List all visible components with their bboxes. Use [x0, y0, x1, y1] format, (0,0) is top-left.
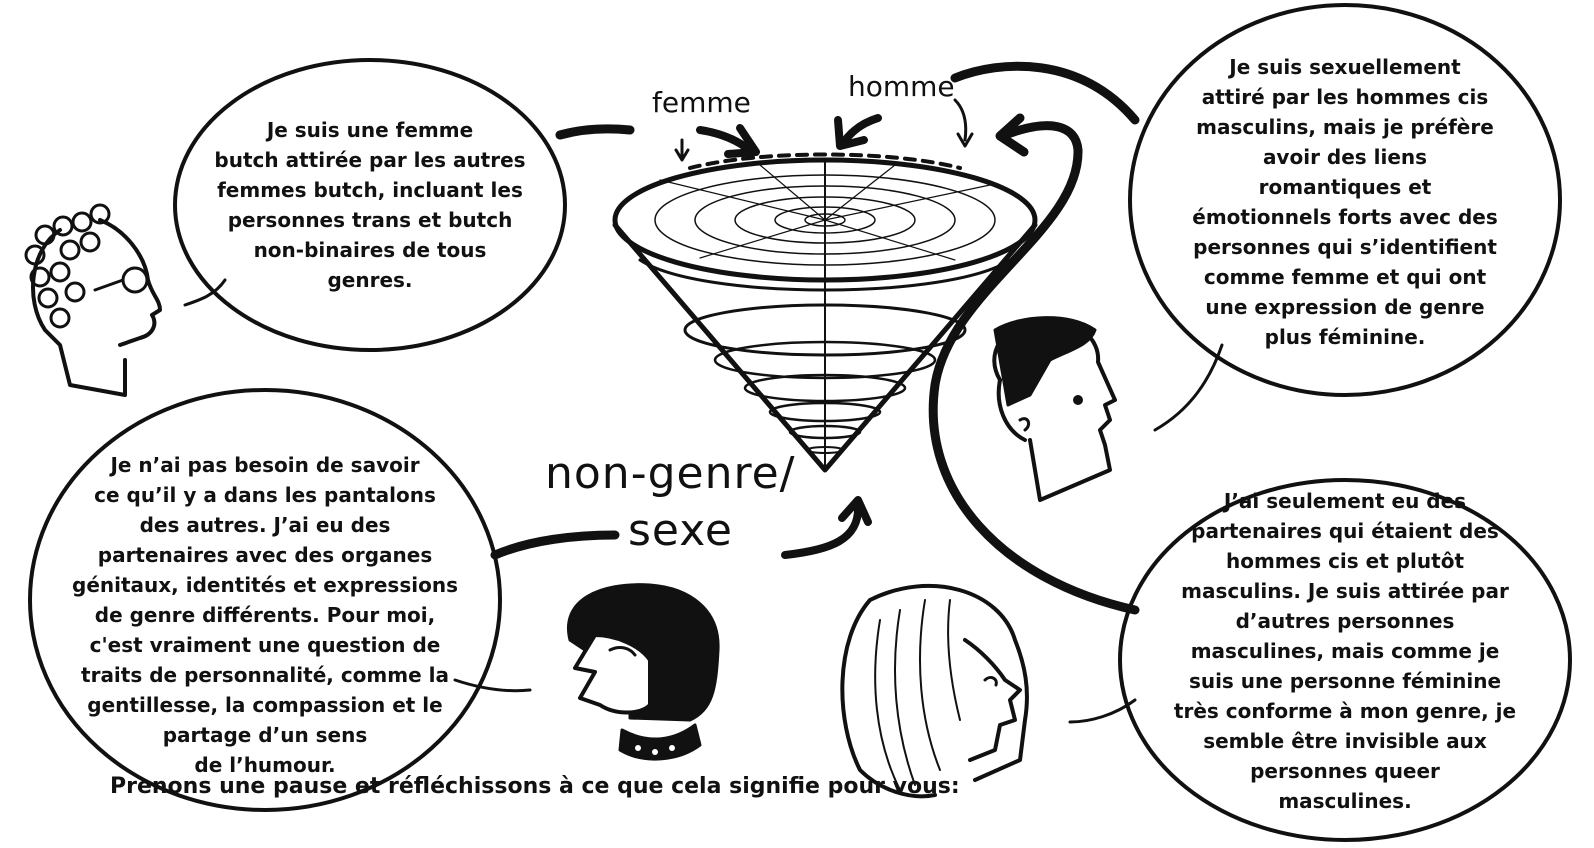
bubble-text-bottom-left: Je n’ai pas besoin de savoir ce qu’il y …	[72, 453, 458, 777]
bubble-text-top-left: Je suis une femme butch attirée par les …	[214, 118, 526, 292]
footer-prompt: Prenons une pause et réfléchissons à ce …	[110, 774, 960, 799]
label-sexe: sexe	[628, 505, 733, 556]
arrow-up-from-label	[781, 501, 863, 559]
bubble-tail-bottom-left	[453, 678, 532, 693]
funnel-vortex	[612, 152, 1038, 473]
person-black-bob-choker	[567, 583, 720, 761]
label-non-genre: non-genre/	[545, 448, 796, 499]
bubble-text-top-right: Je suis sexuellement attiré par les homm…	[1192, 55, 1498, 349]
label-homme: homme	[848, 70, 955, 103]
speech-bubble-top-left	[173, 58, 567, 352]
bubble-tail-top-right	[1153, 343, 1224, 432]
person-short-dark-hair	[992, 316, 1117, 502]
label-femme: femme	[652, 86, 751, 119]
connector-bottom-left	[490, 530, 620, 560]
bubble-tail-top-left	[183, 278, 227, 307]
bubble-tail-bottom-right	[1068, 698, 1137, 724]
person-light-wavy-hair	[840, 584, 1029, 799]
speech-bubble-top-right	[1128, 3, 1562, 397]
bubble-text-bottom-right: J’ai seulement eu des partenaires qui ét…	[1173, 489, 1517, 813]
connector-top-right	[950, 61, 1140, 125]
connector-right-s-curve	[928, 121, 1140, 615]
connector-top-left	[555, 124, 635, 140]
person-curly-hair-glasses	[24, 203, 162, 397]
speech-bubble-bottom-left	[28, 388, 502, 812]
speech-bubble-bottom-right	[1118, 478, 1572, 842]
